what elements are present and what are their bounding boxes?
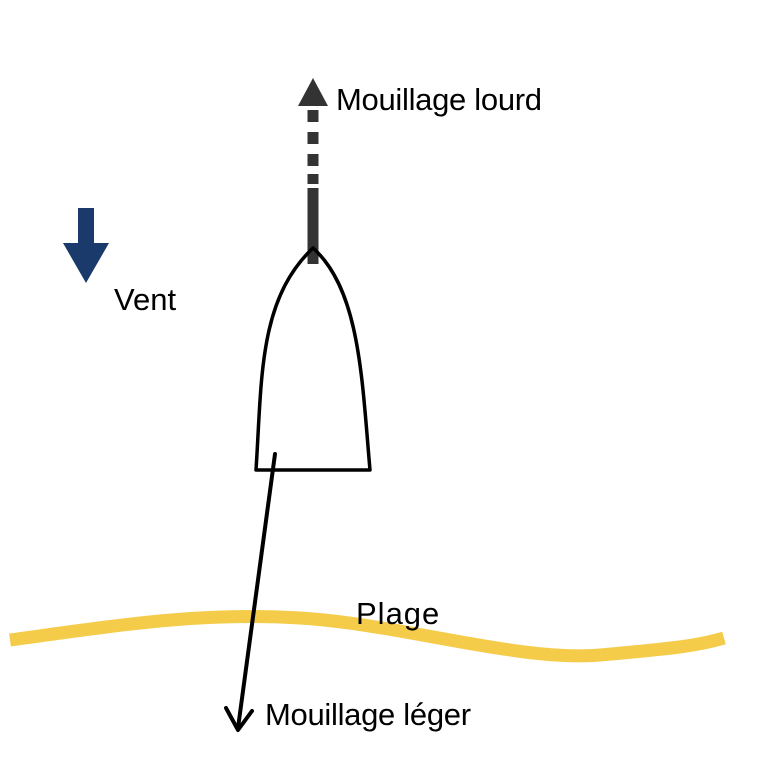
light-anchor-rode: [236, 452, 277, 730]
beach-line: [9, 610, 726, 663]
wind-arrow-icon: [63, 208, 109, 283]
heavy-anchor-label: Mouillage lourd: [336, 82, 542, 117]
light-anchor-label: Mouillage léger: [265, 697, 471, 732]
beach-label: Plage: [356, 596, 441, 631]
arrow-down-icon: [224, 706, 254, 732]
heavy-anchor-dashes: [307, 110, 319, 184]
wind-label: Vent: [114, 282, 177, 317]
dashed-arrow-up-icon: [298, 78, 328, 106]
boat-hull: [254, 246, 372, 472]
